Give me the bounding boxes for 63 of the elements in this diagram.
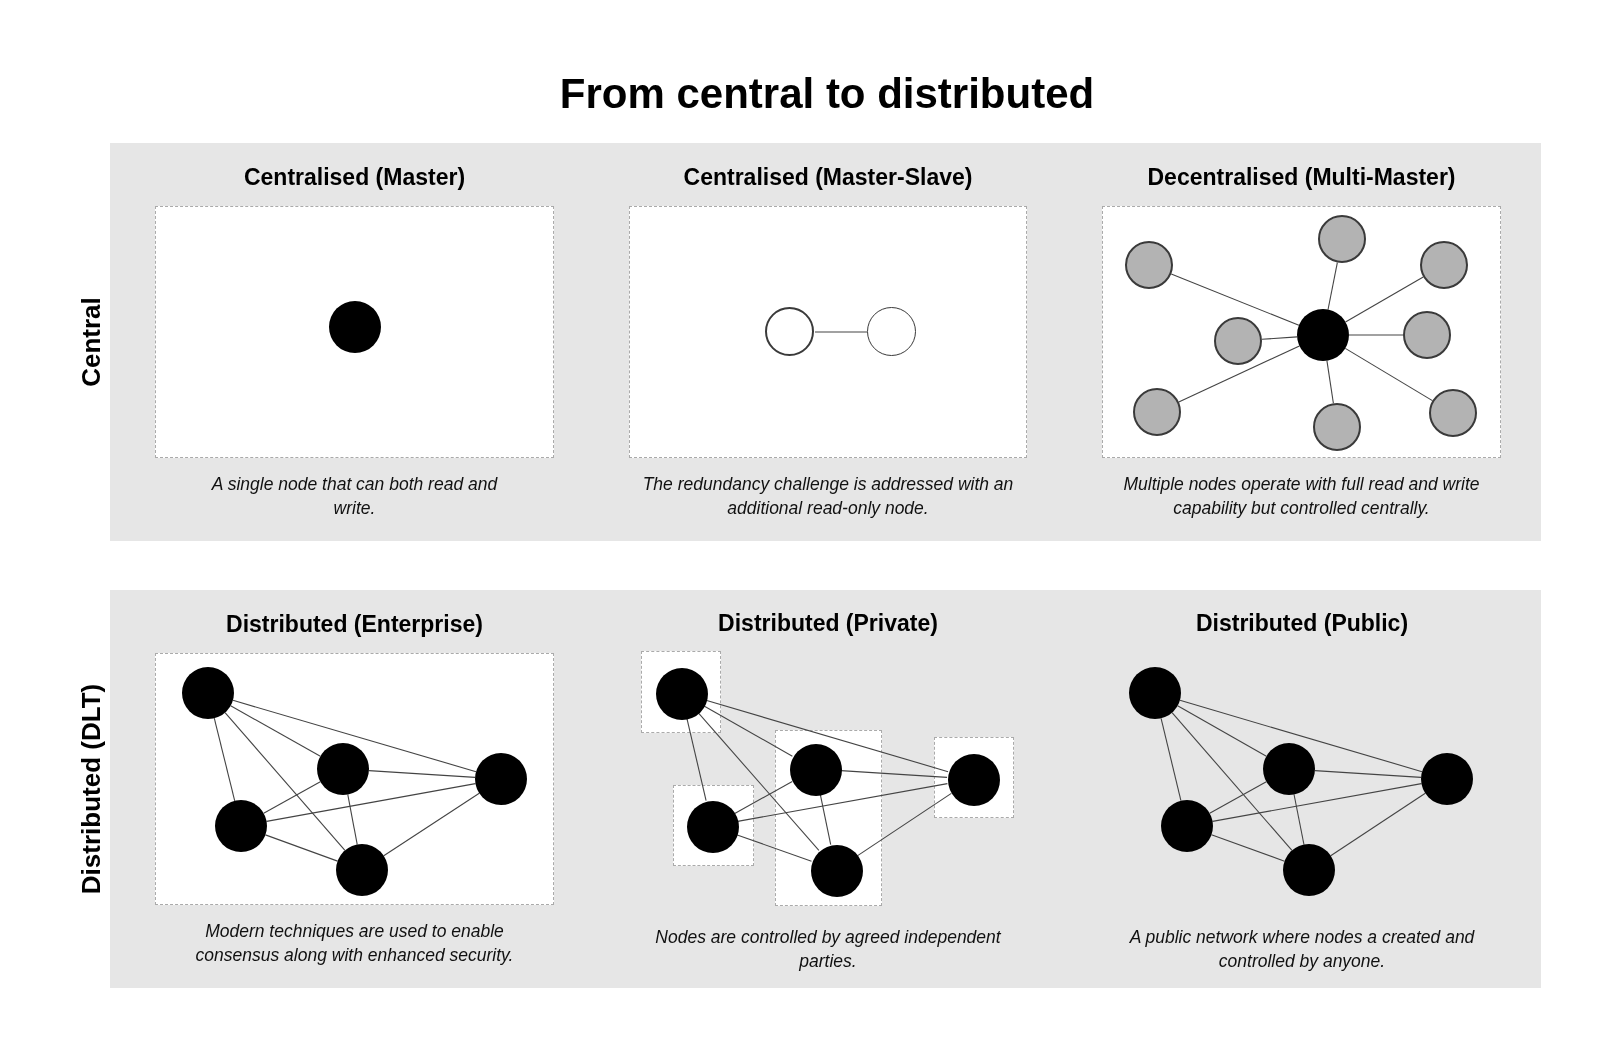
connector-line (213, 717, 236, 802)
connector-line (1171, 712, 1293, 851)
network-node-circle (948, 754, 1000, 806)
connector-line (705, 699, 949, 773)
section-heading: Distributed (Enterprise) (226, 611, 483, 638)
description-text: Multiple nodes operate with full read and write capability but controlled centrally. (1122, 473, 1481, 520)
connector-line (1344, 276, 1424, 323)
dashed-party-box (934, 737, 1014, 818)
description-text: A single node that can both read and write. (210, 473, 499, 520)
connector-line (1209, 781, 1267, 814)
section-heading: Distributed (Public) (1195, 610, 1409, 637)
row-label: Distributed (DLT) (76, 683, 107, 895)
diagram-title: From central to distributed (559, 70, 1095, 118)
connector-line (734, 781, 793, 814)
description-text: The redundancy challenge is addressed with an additional read-only node. (641, 473, 1015, 520)
network-node-circle (811, 845, 863, 897)
connector-line (230, 705, 321, 757)
network-node-circle (656, 668, 708, 720)
connector-line (1170, 273, 1300, 326)
connector-line (819, 793, 832, 846)
section-heading: Distributed (Private) (718, 610, 938, 637)
connector-line (1348, 334, 1404, 336)
connector-line (266, 783, 476, 822)
section-heading: Centralised (Master) (243, 164, 466, 191)
connector-line (703, 705, 793, 757)
connector-line (368, 770, 476, 778)
connector-line (857, 792, 952, 857)
connector-line (1212, 783, 1422, 822)
connector-line (1261, 336, 1298, 340)
connector-line (1344, 347, 1433, 402)
connector-line (1210, 834, 1286, 862)
connector-line (840, 770, 948, 778)
description-text: A public network where nodes a created and controlled by anyone. (1128, 926, 1476, 973)
description-text: Nodes are controlled by agreed independent parties. (654, 926, 1002, 973)
description-text: Modern techniques are used to enable consensus along with enhanced security. (194, 920, 515, 967)
connector-line (347, 794, 358, 845)
connector-line (737, 783, 948, 822)
connector-line (1330, 792, 1426, 857)
connector-line (1326, 360, 1334, 404)
connector-line (1179, 699, 1423, 773)
connector-line (814, 331, 868, 333)
network-node-circle (687, 801, 739, 853)
dashed-party-box (641, 651, 721, 733)
connector-line (1160, 717, 1182, 802)
connector-line (686, 717, 707, 802)
connector-line (1327, 262, 1338, 311)
row-label: Central (76, 297, 107, 387)
dashed-party-box (673, 785, 754, 866)
dashed-party-box (775, 730, 882, 906)
connector-line (232, 699, 477, 773)
section-heading: Centralised (Master-Slave) (683, 164, 973, 191)
connector-line (1293, 793, 1305, 846)
section-heading: Decentralised (Multi-Master) (1147, 164, 1456, 191)
connector-line (735, 834, 813, 862)
connector-line (263, 781, 321, 814)
connector-line (383, 792, 480, 857)
connector-line (224, 712, 346, 851)
connector-line (1314, 770, 1422, 778)
connector-line (264, 834, 339, 862)
connector-line (1177, 705, 1267, 757)
network-node-circle (790, 744, 842, 796)
connector-line (697, 712, 820, 851)
connector-line (1178, 345, 1300, 403)
